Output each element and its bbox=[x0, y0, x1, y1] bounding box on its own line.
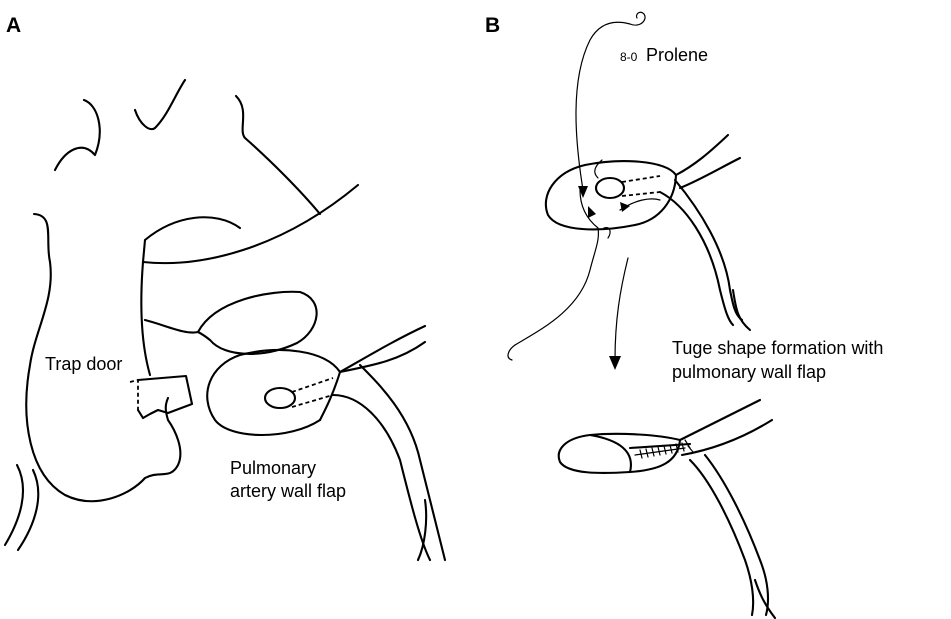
suture-size-label: 8-0 bbox=[620, 50, 638, 64]
suture-name-label: Prolene bbox=[646, 45, 708, 65]
ventricle-outline bbox=[5, 214, 180, 550]
transition-arrow bbox=[609, 258, 628, 370]
flap-label-line2: artery wall flap bbox=[230, 481, 346, 501]
aorta-arch bbox=[55, 80, 358, 375]
tube-formation bbox=[559, 400, 775, 618]
formation-label-line2: pulmonary wall flap bbox=[672, 362, 826, 382]
pulmonary-artery bbox=[207, 326, 445, 560]
flap-label-line1: Pulmonary bbox=[230, 458, 316, 478]
suture-needle bbox=[576, 12, 645, 198]
pulmonary-oval-upper bbox=[508, 135, 750, 360]
trap-door-label: Trap door bbox=[45, 354, 122, 374]
formation-label-line1: Tuge shape formation with bbox=[672, 338, 883, 358]
panel-b: B 8-0 Prolene bbox=[485, 12, 883, 618]
panel-a: A Trap door bbox=[5, 14, 445, 560]
panel-b-letter: B bbox=[485, 14, 500, 37]
trap-door bbox=[130, 376, 192, 418]
panel-a-letter: A bbox=[6, 14, 21, 37]
